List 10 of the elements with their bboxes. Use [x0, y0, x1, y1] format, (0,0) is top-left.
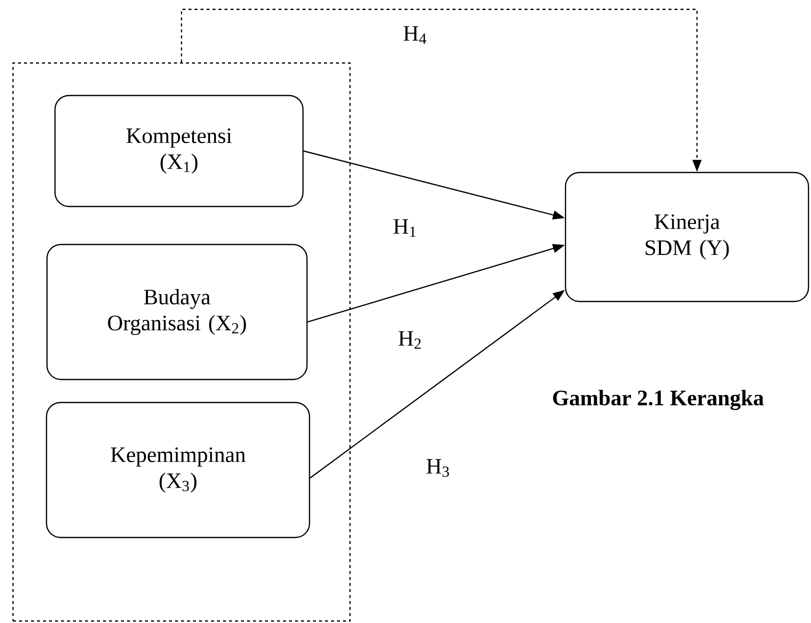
variable-box: Kompetensi (X$_{1}$)	[54, 94, 304, 208]
caption: Gambar 2.1 Kerangka	[553, 390, 764, 410]
dashed-group-box	[12, 62, 351, 622]
edge-label: H$_{1}$	[392, 218, 418, 238]
edge-label: H$_{2}$	[396, 330, 424, 350]
variable-box: Kepemimpinan (X$_{3}$)	[46, 402, 310, 538]
variable-box: Kinerja SDM (Y)	[564, 172, 810, 302]
edge-label: H$_{4}$	[402, 25, 428, 45]
edge-label: H$_{3}$	[424, 458, 452, 478]
variable-box: Budaya Organisasi (X$_{2}$)	[46, 244, 308, 380]
